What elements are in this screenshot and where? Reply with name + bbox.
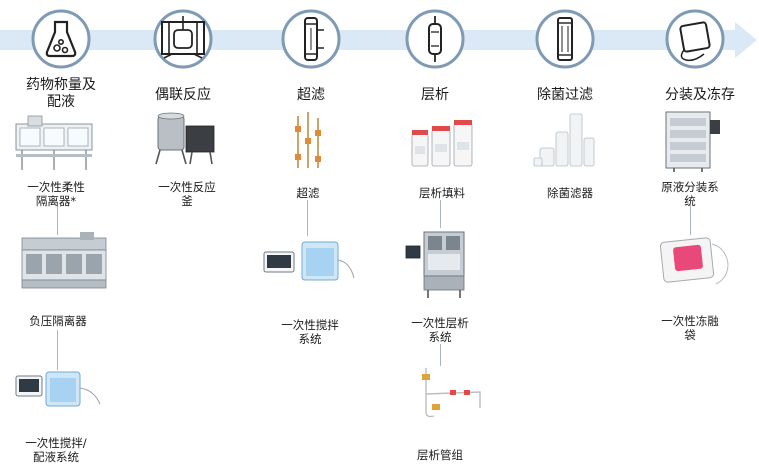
item-label-line: 一次性冻融	[661, 314, 719, 328]
negative-pressure-isolator-image	[21, 232, 107, 289]
connector-line	[57, 330, 58, 370]
single-use-chromatography-system-image	[405, 231, 465, 298]
ultrafiltration-column-icon	[281, 9, 341, 69]
item-label-freeze-thaw-bag: 一次性冻融 袋	[642, 314, 738, 342]
item-label-line: 一次性反应	[158, 180, 216, 194]
chromatography-resin-image	[411, 120, 473, 167]
connector-line	[440, 344, 441, 366]
connector-line	[57, 205, 58, 235]
item-label-flexible-isolator: 一次性柔性 隔离器*	[8, 180, 104, 208]
item-label-line: 一次性层析	[411, 316, 469, 330]
flask-icon	[31, 9, 91, 69]
stage-title-sterile-filtration: 除菌过滤	[537, 87, 593, 103]
item-label-line: 釜	[181, 194, 193, 208]
item-label-line: 袋	[684, 328, 696, 342]
item-label-ultrafiltration: 超滤	[296, 186, 320, 200]
stage-title-line: 配液	[47, 94, 75, 110]
process-flow-arrow	[0, 22, 757, 58]
reactor-vessel-icon	[153, 9, 213, 69]
stage-title-conjugation: 偶联反应	[155, 87, 211, 103]
stage-title-chromatography: 层析	[421, 87, 449, 103]
item-label-chromatography-resin: 层析填料	[419, 186, 465, 200]
flexible-isolator-image	[15, 115, 93, 170]
item-label-single-use-reactor: 一次性反应 釜	[140, 180, 234, 208]
bag-icon	[665, 9, 725, 69]
item-label-line: 系统	[298, 332, 322, 346]
mixing-system-image	[15, 371, 101, 407]
filling-system-image	[665, 111, 720, 172]
sterile-filter-image	[533, 113, 595, 167]
single-use-reactor-image	[155, 112, 215, 165]
freeze-thaw-bag-image	[659, 237, 729, 285]
chromatography-column-icon	[405, 9, 465, 69]
item-label-mixing-prep-system: 一次性搅拌/ 配液系统	[4, 436, 108, 464]
connector-line	[690, 205, 691, 235]
stage-title-filling: 分装及冻存	[665, 87, 735, 103]
stage-title-weighing: 药物称量及 配液	[6, 77, 116, 111]
item-label-line: 统	[684, 194, 696, 208]
item-label-line: 配液系统	[33, 450, 79, 464]
connector-line	[440, 200, 441, 228]
stage-title-line: 药物称量及	[26, 77, 96, 93]
item-label-single-use-mixing-system: 一次性搅拌 系统	[262, 318, 358, 346]
item-label-line: 一次性搅拌	[281, 318, 339, 332]
item-label-line: 一次性搅拌/	[25, 436, 87, 450]
item-label-single-use-chromatography-system: 一次性层析 系统	[392, 316, 488, 344]
ultrafiltration-device-image	[295, 112, 321, 168]
item-label-line: 系统	[428, 330, 452, 344]
item-label-line: 一次性柔性	[27, 180, 85, 194]
filter-cartridge-icon	[535, 9, 595, 69]
stage-title-ultrafiltration: 超滤	[297, 87, 325, 103]
item-label-sterile-filter: 除菌滤器	[547, 186, 593, 200]
item-label-line: 隔离器*	[35, 194, 77, 208]
item-label-filling-system: 原液分装系 统	[642, 180, 738, 208]
single-use-mixing-system-image	[263, 241, 355, 281]
item-label-line: 原液分装系	[661, 180, 719, 194]
connector-line	[307, 200, 308, 236]
chromatography-tubing-set-image	[422, 368, 481, 418]
item-label-chromatography-tubing-set: 层析管组	[417, 448, 463, 462]
item-label-negative-pressure-isolator: 负压隔离器	[29, 314, 87, 328]
